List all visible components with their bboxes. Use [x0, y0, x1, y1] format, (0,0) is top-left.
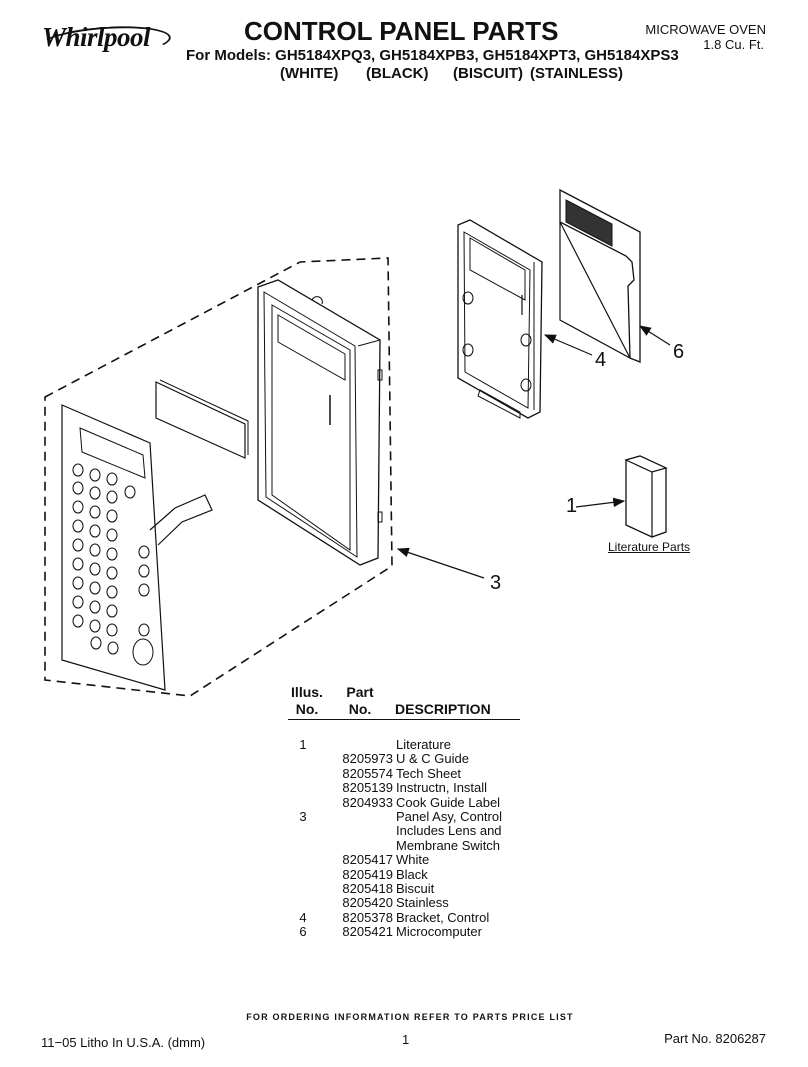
part-no-cell: 8205973	[342, 751, 393, 767]
part-no-cell: 8205574	[342, 765, 393, 781]
description-cell: White	[396, 852, 430, 868]
illus-no-cell	[288, 796, 318, 810]
litho-note: 11−05 Litho In U.S.A. (dmm)	[41, 1035, 206, 1050]
description-cell: Microcomputer	[396, 924, 482, 940]
illus-no-cell	[288, 767, 318, 781]
control-bracket	[457, 219, 543, 419]
table-row: 3 Panel Asy, Control	[288, 809, 588, 825]
part-no-cell: 8204933	[342, 794, 393, 810]
callout-6: 6	[673, 341, 685, 363]
display-lens	[155, 379, 249, 459]
callout-1: 1	[566, 495, 578, 517]
description-cell: Includes Lens and	[396, 823, 502, 839]
table-row: Includes Lens and	[288, 823, 588, 839]
part-no-cell: 8205419	[342, 866, 393, 882]
description-cell: Panel Asy, Control	[396, 809, 502, 825]
page-number: 1	[402, 1032, 410, 1047]
illus-no-cell	[288, 752, 318, 766]
description-cell: Black	[396, 866, 428, 882]
part-no-cell: 8205417	[342, 852, 393, 868]
description-cell: Literature	[396, 737, 451, 752]
whirlpool-logo: Whirlpool	[42, 22, 151, 52]
description-cell: Instructn, Install	[396, 780, 488, 796]
header-part-line2: No.	[348, 701, 372, 717]
description-cell: Bracket, Control	[396, 909, 490, 925]
header-part-line1: Part	[346, 684, 374, 700]
header-part: Part No.	[344, 684, 376, 718]
document-part-number: Part No. 8206287	[664, 1031, 766, 1046]
part-no-cell	[318, 824, 396, 838]
table-header-rule	[288, 719, 520, 720]
table-row: Membrane Switch	[288, 837, 588, 853]
illus-no-cell: 6	[299, 924, 307, 940]
ordering-note: FOR ORDERING INFORMATION REFER TO PARTS …	[246, 1012, 574, 1022]
part-no-cell	[318, 738, 396, 752]
finish-white: (WHITE)	[280, 65, 339, 82]
header-illus-line1: Illus.	[291, 684, 323, 700]
product-name: MICROWAVE OVEN	[645, 22, 766, 37]
part-no-cell: 8205418	[342, 881, 393, 897]
callout-4: 4	[595, 349, 607, 371]
finish-biscuit: (BISCUIT)	[453, 65, 523, 82]
header-illus-line2: No.	[295, 701, 319, 717]
control-panel-frame	[257, 279, 383, 566]
illus-no-cell	[288, 824, 318, 838]
description-cell: U & C Guide	[396, 751, 469, 767]
part-no-cell: 8205139	[342, 780, 393, 796]
literature-parts-label: Literature Parts	[608, 540, 691, 554]
membrane-keypad	[61, 404, 213, 691]
models-line: For Models: GH5184XPQ3, GH5184XPB3, GH51…	[186, 47, 679, 64]
part-no-cell: 8205420	[342, 895, 393, 911]
illus-no-cell: 1	[299, 737, 307, 752]
callout-3: 3	[490, 572, 502, 594]
description-cell: Biscuit	[396, 881, 435, 897]
part-no-cell: 8205421	[342, 924, 393, 940]
illus-no-cell	[288, 896, 318, 910]
callout-arrow-3	[396, 547, 485, 579]
illus-no-cell: 4	[299, 909, 307, 925]
illus-no-cell	[288, 853, 318, 867]
description-cell: Cook Guide Label	[396, 794, 501, 810]
part-no-cell	[318, 839, 396, 853]
description-cell: Stainless	[396, 895, 449, 911]
illus-no-cell: 3	[299, 809, 307, 825]
microcomputer-board	[559, 188, 641, 363]
finish-black: (BLACK)	[366, 65, 429, 82]
callout-arrow-1	[575, 497, 626, 508]
illus-no-cell	[288, 882, 318, 896]
header-illus: Illus. No.	[289, 684, 325, 718]
assembly-dashed-outline	[44, 257, 393, 697]
description-cell: Tech Sheet	[396, 765, 462, 781]
illus-no-cell	[288, 781, 318, 795]
literature-booklet	[624, 455, 668, 538]
callout-arrow-6	[638, 325, 671, 346]
part-no-cell: 8205378	[342, 909, 393, 925]
illus-no-cell	[288, 868, 318, 882]
header-description: DESCRIPTION	[395, 701, 491, 717]
callout-arrow-4	[543, 334, 593, 356]
page-title: CONTROL PANEL PARTS	[244, 16, 559, 46]
illus-no-cell	[288, 839, 318, 853]
part-no-cell	[318, 810, 396, 824]
description-cell: Membrane Switch	[396, 837, 501, 853]
table-row: 1 Literature	[288, 737, 588, 752]
product-size: 1.8 Cu. Ft.	[703, 37, 764, 52]
finish-stainless: (STAINLESS)	[530, 65, 624, 82]
product-info: MICROWAVE OVEN 1.8 Cu. Ft.	[645, 22, 766, 52]
